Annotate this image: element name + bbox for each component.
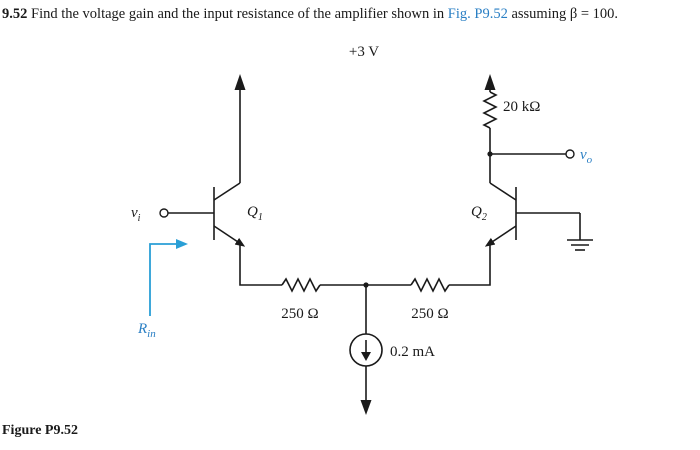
re1-label: 250 Ω [281,306,318,322]
re1-resistor [281,277,321,293]
q1-transistor [213,182,246,247]
q2-label: Q2 [471,204,487,223]
problem-number: 9.52 [2,6,28,22]
problem-text: Find the voltage gain and the input resi… [31,6,445,22]
q2-transistor [484,182,517,247]
vi-label: vi [131,205,141,224]
down-arrow-icon [360,400,372,415]
problem-text-end: assuming β = 100. [511,6,619,22]
vo-terminal[interactable] [565,149,575,159]
q1-collector-wire [234,74,246,183]
rc-label: 20 kΩ [503,99,540,115]
ground-icon [567,239,593,251]
supply-arrow-icon [234,74,246,90]
rin-arrow [149,239,188,316]
re2-label: 250 Ω [411,306,448,322]
current-source [349,333,383,367]
rin-label: Rin [137,321,156,340]
problem-statement: 9.52 Find the voltage gain and the input… [2,6,618,23]
q2-collector-wire [482,74,498,183]
current-arrow-icon [361,352,371,361]
re2-resistor [410,277,450,293]
q1-label: Q1 [247,204,263,223]
supply-label: +3 V [349,44,379,60]
figure-link[interactable]: Fig. P9.52 [447,6,508,22]
current-label: 0.2 mA [390,344,435,360]
vo-label: vo [580,147,593,166]
rc-resistor [482,91,498,129]
figure-caption: Figure P9.52 [2,423,78,438]
supply-arrow-icon [484,74,496,90]
vi-terminal[interactable] [159,208,169,218]
